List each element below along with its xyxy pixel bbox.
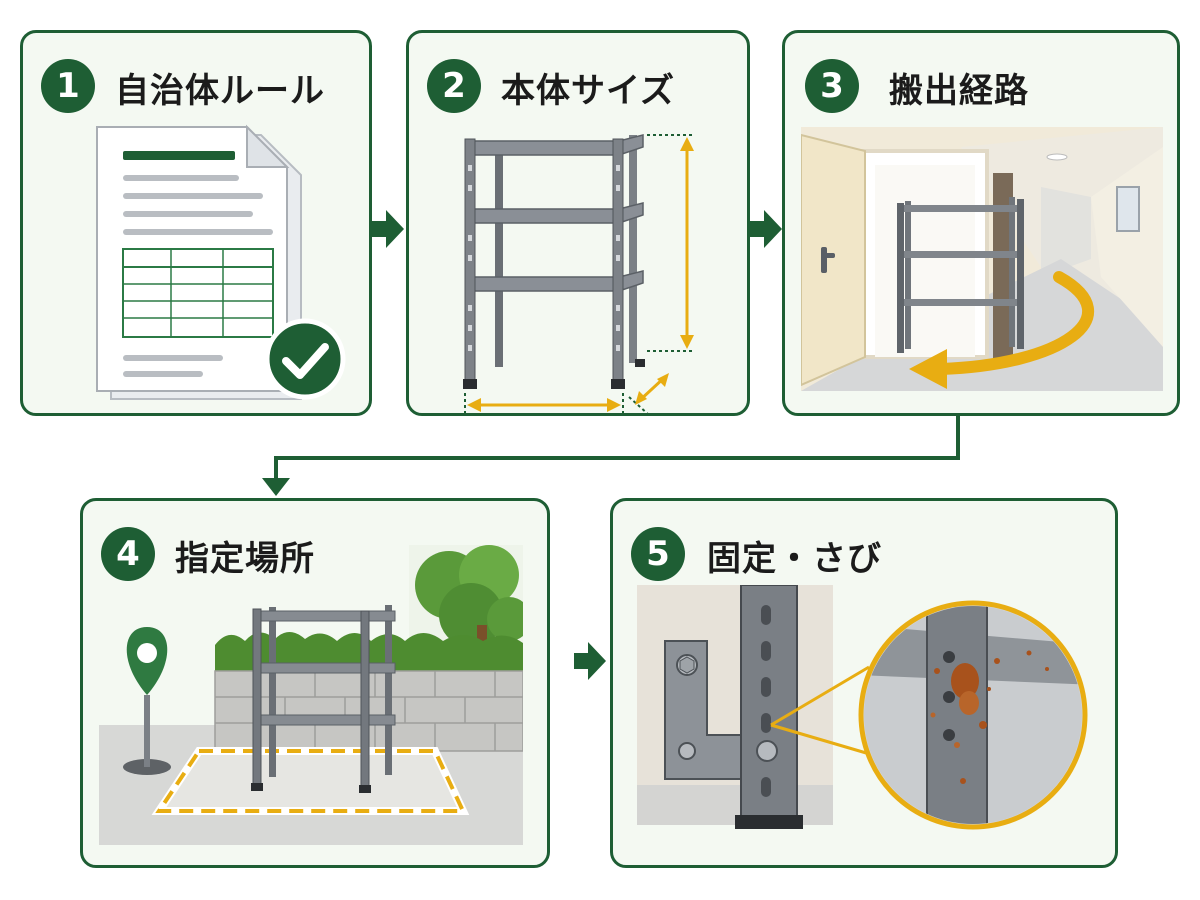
step-title: 自治体ルール <box>115 71 325 111</box>
step-title: 本体サイズ <box>501 71 675 111</box>
hallway-route-icon <box>801 127 1163 391</box>
document-check-icon <box>83 123 353 413</box>
arrow-right-icon <box>370 208 406 250</box>
connector-arrow-icon <box>250 414 970 498</box>
step-card-2: 2 本体サイズ <box>406 30 750 416</box>
arrow-right-icon <box>748 208 784 250</box>
step-card-4: 4 指定場所 <box>80 498 550 868</box>
step-card-1: 1 自治体ルール <box>20 30 372 416</box>
step-number-badge: 4 <box>101 527 155 581</box>
step-title: 搬出経路 <box>889 71 1029 111</box>
step-number-badge: 3 <box>805 59 859 113</box>
step-title: 指定場所 <box>175 539 315 579</box>
step-title: 固定・さび <box>707 539 882 579</box>
step-number-badge: 1 <box>41 59 95 113</box>
location-pin-icon <box>99 545 523 845</box>
step-card-5: 5 固定・さび <box>610 498 1118 868</box>
step-number-badge: 5 <box>631 527 685 581</box>
bracket-rust-icon <box>637 585 1097 855</box>
shelf-measure-icon <box>453 125 743 413</box>
step-card-3: 3 搬出経路 <box>782 30 1180 416</box>
arrow-right-icon <box>572 640 608 682</box>
step-number-badge: 2 <box>427 59 481 113</box>
